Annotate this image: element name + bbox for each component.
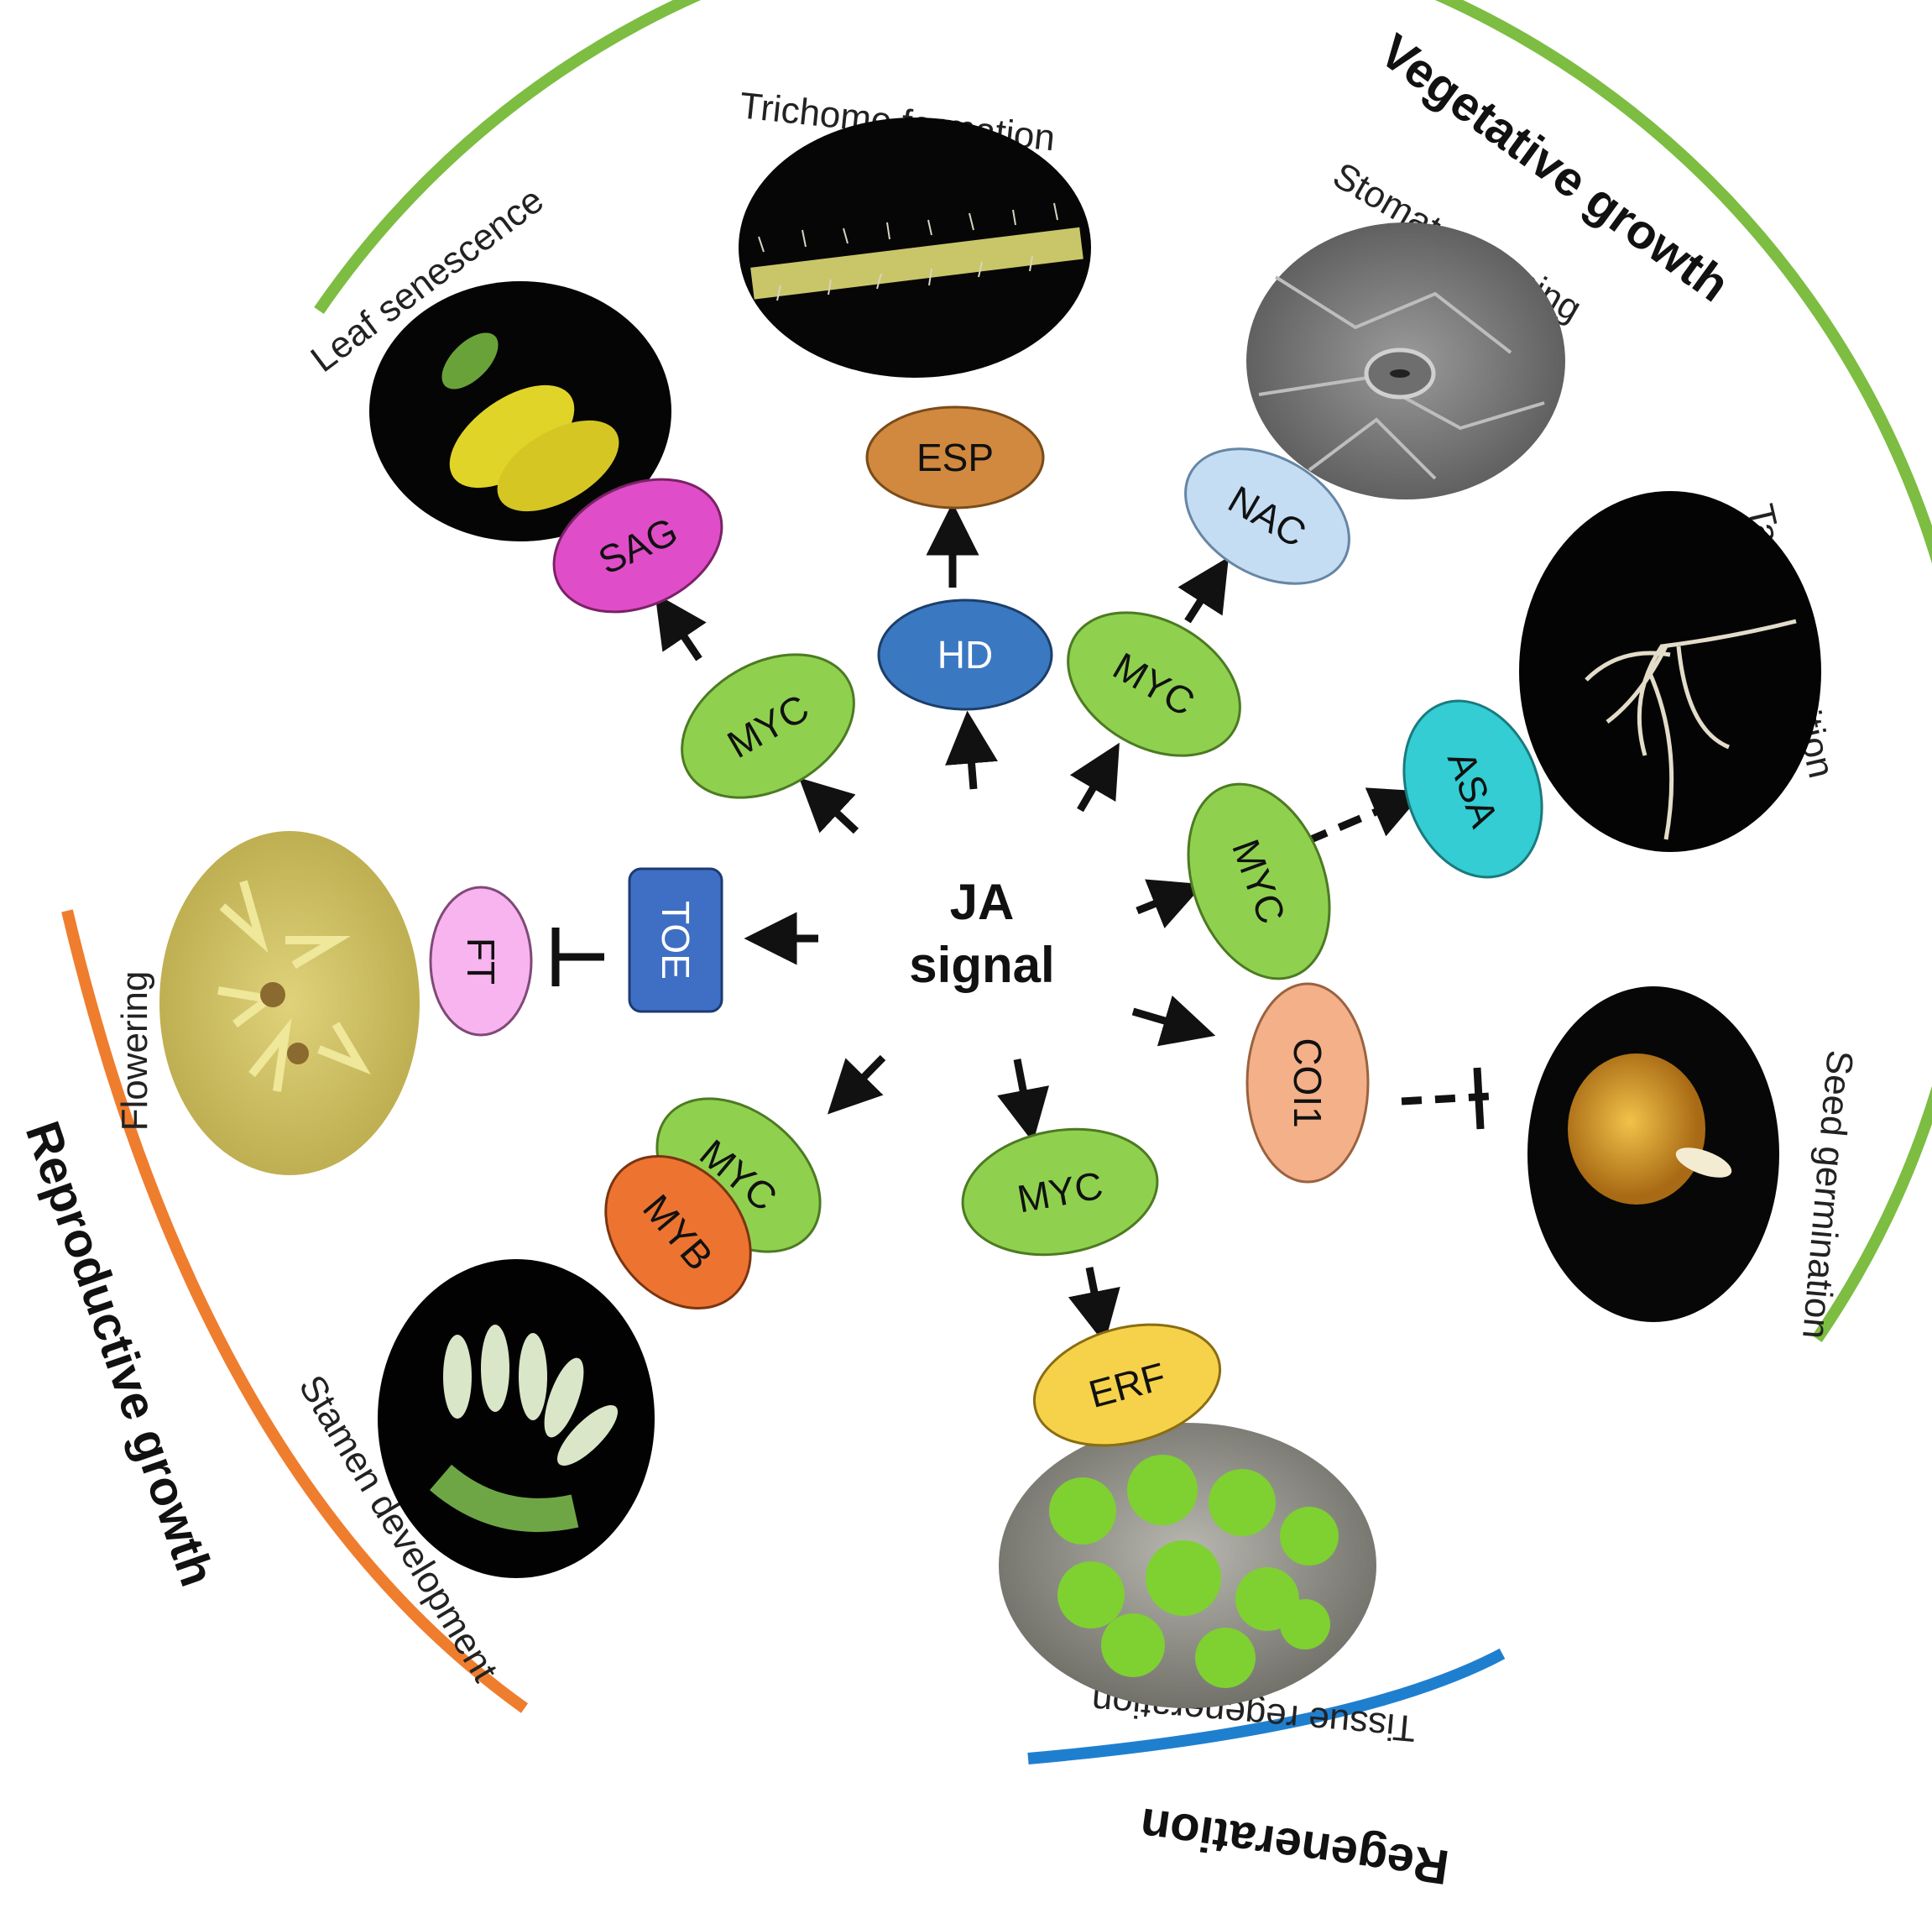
flower-photo <box>159 831 420 1175</box>
node-myc-asa: MYC <box>1187 782 1331 980</box>
node-myc-right: MYC <box>1067 611 1241 757</box>
arrow-myc-to-asa <box>1303 787 1424 846</box>
arrow-ja-to-myc-left <box>798 777 859 834</box>
node-esp: ESP <box>865 405 1045 510</box>
arrow-ja-to-myc-regen <box>997 1059 1050 1142</box>
center-label-line1: JA <box>950 874 1015 930</box>
node-nac: NAC <box>1184 447 1350 585</box>
node-myc-left: MYC <box>681 653 855 799</box>
node-myc-regen: MYC <box>961 1127 1159 1257</box>
node-sag: SAG <box>552 478 723 614</box>
reproductive-title: Reproductive growth <box>15 1115 225 1593</box>
stamen-photo <box>378 1259 655 1578</box>
tissue-photo <box>999 1423 1376 1708</box>
arrow-ja-to-myc-asa <box>1136 879 1204 928</box>
node-toe: TOE <box>628 867 723 1013</box>
trichome-photo <box>739 118 1091 378</box>
node-myb: MYB <box>604 1154 752 1310</box>
toe-label: TOE <box>654 901 697 980</box>
seed-photo <box>1527 986 1779 1322</box>
node-hd: HD <box>877 599 1053 711</box>
vegetative-arc <box>314 0 1932 1342</box>
caption-flowering: Flowering <box>114 971 155 1132</box>
inhibit-bar-seed <box>1473 1067 1485 1130</box>
center-label-line2: signal <box>909 937 1054 993</box>
regeneration-title: Regeneration <box>1136 1797 1452 1895</box>
arrows <box>551 502 1491 1344</box>
node-erf: ERF <box>1032 1323 1222 1447</box>
arrow-ja-to-myc-right <box>1069 742 1120 813</box>
stomata-photo <box>1246 222 1565 499</box>
node-ft: FT <box>429 886 533 1037</box>
node-asa: ASA <box>1402 699 1543 879</box>
esp-label: ESP <box>916 436 994 479</box>
leaf-photo <box>369 281 671 541</box>
arrow-myc-to-sag <box>655 593 707 661</box>
arrow-ja-to-hd <box>945 710 998 790</box>
arrow-myc-to-erf <box>1068 1267 1120 1344</box>
arrow-ja-to-coi1 <box>1131 995 1216 1047</box>
hd-label: HD <box>937 633 993 677</box>
reproductive-arc <box>61 909 529 1713</box>
arrow-myc-to-nac <box>1177 557 1229 624</box>
ft-label: FT <box>459 938 503 985</box>
coi1-label: COI1 <box>1286 1038 1329 1127</box>
node-coi1: COI1 <box>1245 982 1370 1184</box>
arrow-ja-to-myc-stamen <box>827 1054 886 1115</box>
taproot-photo <box>1519 491 1821 852</box>
regeneration-arc <box>1027 1648 1506 1764</box>
